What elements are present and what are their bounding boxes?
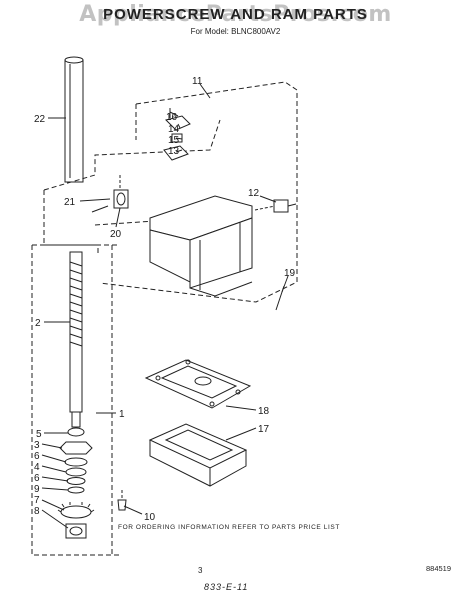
callout-17: 17	[258, 424, 270, 435]
callout-7: 7	[34, 495, 40, 506]
callout-13: 13	[168, 146, 180, 157]
callout-15: 15	[168, 135, 180, 146]
part-12-fastener	[254, 199, 297, 213]
callout-22: 22	[34, 114, 46, 125]
callout-2: 2	[35, 318, 41, 329]
callout-6: 6	[34, 451, 40, 462]
ram-housing	[149, 195, 253, 297]
bracket-20-21	[91, 175, 129, 213]
callout-numbers: 22 2 1 5 3 6 4 6 9 7 8 10 11 16 14 15 13…	[34, 76, 296, 523]
document-number: 884519	[426, 564, 452, 573]
callout-4: 4	[34, 462, 40, 473]
handwritten-note: 833-E-11	[204, 582, 249, 592]
callout-21: 21	[64, 197, 76, 208]
part-2-powerscrew	[69, 251, 83, 428]
callout-9: 9	[34, 484, 40, 495]
callout-19: 19	[284, 268, 296, 279]
part-10-screw	[117, 490, 127, 511]
model-subtitle: For Model: BLNC800AV2	[190, 27, 281, 36]
part-11-outline	[99, 81, 298, 303]
part-22-tube	[64, 56, 84, 183]
page-title: POWERSCREW AND RAM PARTS	[103, 6, 368, 23]
callout-1: 1	[119, 409, 125, 420]
callout-20: 20	[110, 229, 122, 240]
part-18-plate	[144, 359, 252, 409]
callout-16: 16	[166, 112, 178, 123]
callout-18: 18	[258, 406, 270, 417]
callout-3: 3	[34, 440, 40, 451]
callout-14: 14	[168, 124, 180, 135]
page-number: 3	[198, 566, 203, 575]
leader-lines	[41, 83, 289, 529]
watermark-text: AppliancePartsPros.com	[79, 2, 392, 27]
callout-5: 5	[36, 429, 42, 440]
callout-10: 10	[144, 512, 156, 523]
callout-6b: 6	[34, 473, 40, 484]
parts-stack-3-to-9	[57, 427, 95, 539]
callout-8: 8	[34, 506, 40, 517]
callout-11: 11	[192, 76, 203, 87]
part-17-tray	[148, 423, 248, 487]
ordering-note: FOR ORDERING INFORMATION REFER TO PARTS …	[118, 524, 340, 531]
callout-12: 12	[248, 188, 260, 199]
